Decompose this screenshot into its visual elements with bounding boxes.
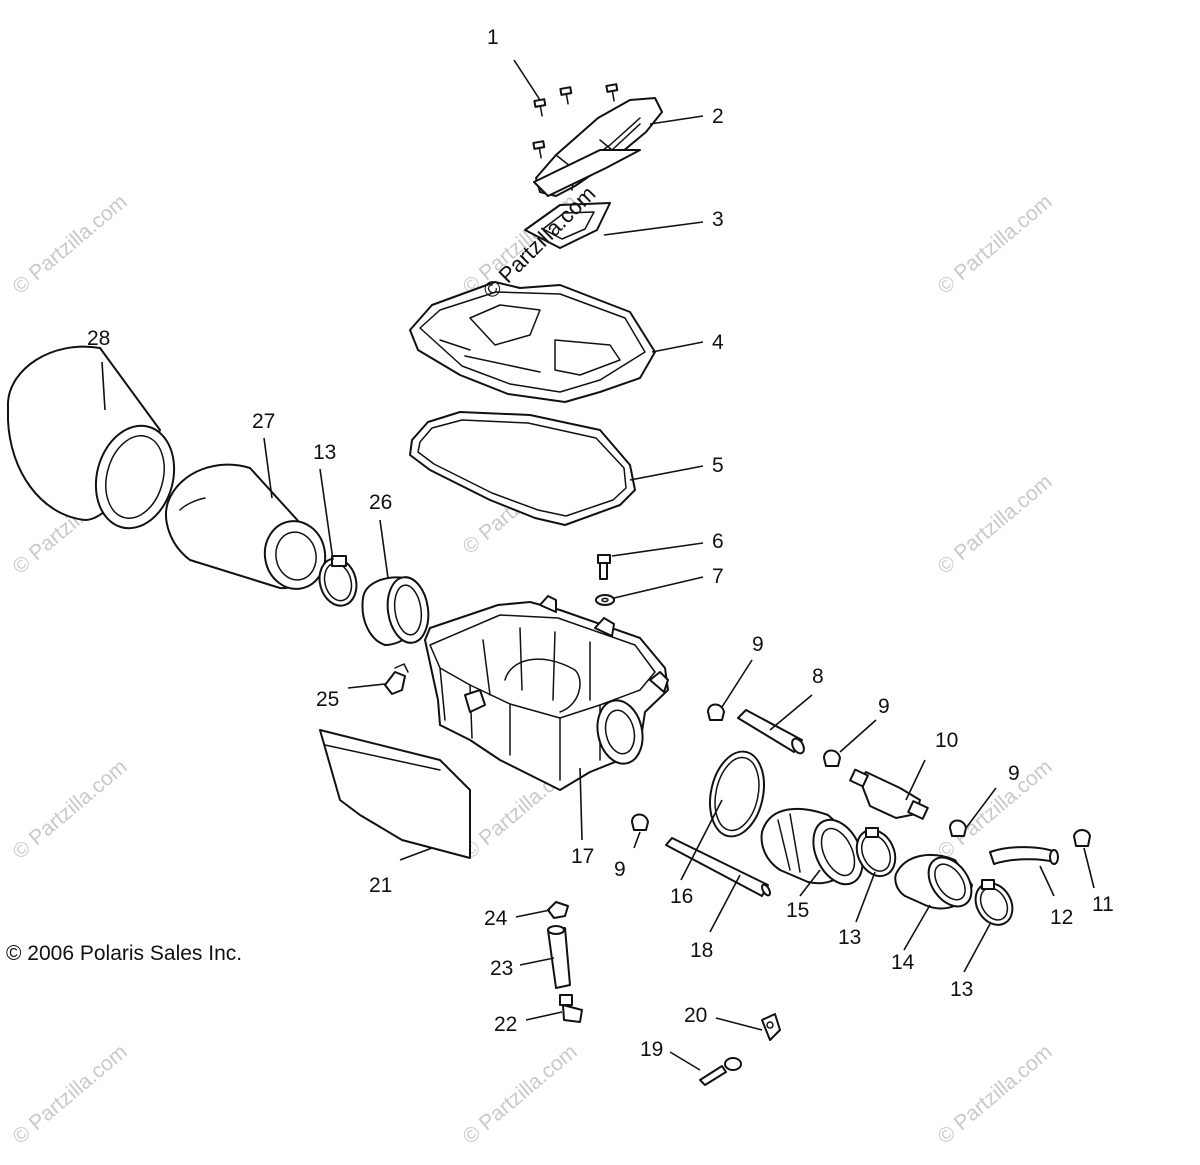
watermark-tile: © Partzilla.com xyxy=(458,0,581,4)
callout-13a: 13 xyxy=(313,441,336,464)
part-hose-clip xyxy=(631,703,967,837)
callout-9c: 9 xyxy=(614,858,626,881)
part-adapter-14 xyxy=(894,853,973,910)
part-hose-clamp xyxy=(974,879,1014,926)
part-bracket xyxy=(761,1013,781,1041)
watermark-tile: © Partzilla.com xyxy=(933,1040,1056,1149)
callout-9b: 9 xyxy=(878,695,890,718)
callout-4: 4 xyxy=(712,331,724,354)
watermark-tile: © Partzilla.com xyxy=(933,190,1056,299)
callout-3: 3 xyxy=(712,208,724,231)
part-airbox-base xyxy=(424,595,669,791)
callout-7: 7 xyxy=(712,565,724,588)
part-pre-filter xyxy=(7,345,176,530)
part-cover-gasket xyxy=(409,411,636,526)
part-fuel-filter xyxy=(849,768,929,820)
watermark-tile: © Partzilla.com xyxy=(0,0,122,4)
part-duct-seal xyxy=(524,202,611,249)
callout-5: 5 xyxy=(712,454,724,477)
part-plate xyxy=(319,729,471,859)
callout-2: 2 xyxy=(712,105,724,128)
callout-27: 27 xyxy=(252,410,275,433)
watermark-tile: © Partzilla.com xyxy=(8,190,131,299)
part-hose-12 xyxy=(989,846,1059,865)
callout-21: 21 xyxy=(369,874,392,897)
callout-16: 16 xyxy=(670,885,693,908)
copyright-text: © 2006 Polaris Sales Inc. xyxy=(6,942,242,965)
part-hose-8 xyxy=(737,709,805,755)
part-clip-25 xyxy=(384,663,409,695)
watermark-tile: © Partzilla.com xyxy=(458,1040,581,1149)
part-washer xyxy=(595,594,615,606)
callout-9a: 9 xyxy=(752,633,764,656)
callout-17: 17 xyxy=(571,845,594,868)
part-bolt xyxy=(597,554,611,580)
part-hose-clip-11 xyxy=(1073,829,1091,847)
callout-25: 25 xyxy=(316,688,339,711)
part-air-intake-duct xyxy=(533,97,663,197)
callouts: 1 2 3 4 5 6 7 8 9 9 9 9 10 11 12 13 13 1… xyxy=(87,26,1114,1061)
callout-20: 20 xyxy=(684,1004,707,1027)
callout-23: 23 xyxy=(490,957,513,980)
part-airbox-cover xyxy=(409,281,656,403)
part-adapter-15 xyxy=(760,807,864,886)
watermark-tile: © Partzilla.com xyxy=(8,755,131,864)
callout-9d: 9 xyxy=(1008,762,1020,785)
leader-lines xyxy=(101,59,1095,1071)
callout-8: 8 xyxy=(812,665,824,688)
callout-18: 18 xyxy=(690,939,713,962)
part-hose-clamp xyxy=(318,555,358,607)
watermark-main: © Partzilla.com xyxy=(478,181,601,304)
callout-13b: 13 xyxy=(838,926,861,949)
part-pin xyxy=(699,1057,742,1086)
part-air-filter xyxy=(165,463,327,590)
callout-15: 15 xyxy=(786,899,809,922)
callout-28: 28 xyxy=(87,327,110,350)
part-hose-clamp xyxy=(855,827,897,878)
part-o-ring xyxy=(709,750,765,838)
callout-13c: 13 xyxy=(950,978,973,1001)
callout-19: 19 xyxy=(640,1038,663,1061)
part-drain-valve xyxy=(559,994,583,1023)
callout-26: 26 xyxy=(369,491,392,514)
part-tube-18 xyxy=(665,837,771,897)
part-drain-tube xyxy=(547,925,571,989)
callout-1: 1 xyxy=(487,26,499,49)
callout-24: 24 xyxy=(484,907,508,930)
part-filter-nut xyxy=(361,576,430,646)
callout-22: 22 xyxy=(494,1013,517,1036)
watermark-tile: © Partzilla.com xyxy=(8,1040,131,1149)
watermark-layer: © Partzilla.com © Partzilla.com © Partzill… xyxy=(0,0,1057,1149)
callout-12: 12 xyxy=(1050,906,1073,929)
watermark-tile: © Partzilla.com xyxy=(923,0,1046,4)
watermark-tile: © Partzilla.com xyxy=(933,470,1056,579)
callout-11: 11 xyxy=(1092,893,1114,916)
callout-6: 6 xyxy=(712,530,724,553)
callout-10: 10 xyxy=(935,729,958,752)
part-clip-24 xyxy=(547,901,569,919)
callout-14: 14 xyxy=(891,951,915,974)
